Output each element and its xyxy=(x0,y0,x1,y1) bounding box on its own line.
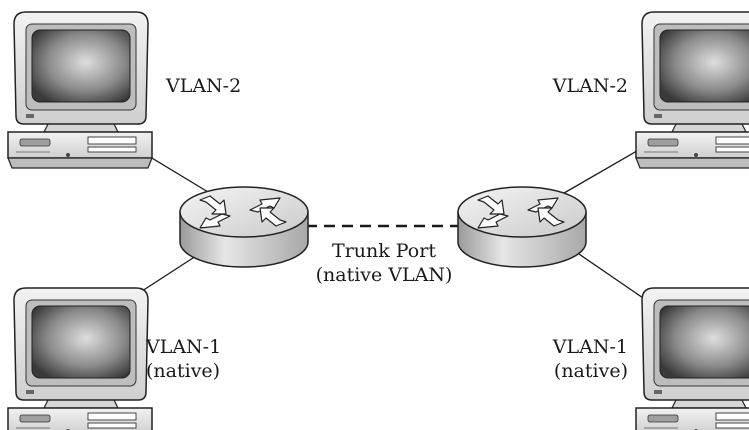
switch-left xyxy=(179,186,309,268)
computer-icon xyxy=(635,11,749,169)
computer-icon xyxy=(7,11,153,169)
computer-icon xyxy=(635,287,749,430)
vlan-label-bottom-left: VLAN-1 xyxy=(145,336,221,358)
vlan-label-top-left: VLAN-2 xyxy=(165,75,241,97)
computer-top-left xyxy=(7,11,153,169)
switch-icon xyxy=(457,186,587,268)
switch-icon xyxy=(179,186,309,268)
computer-icon xyxy=(7,287,153,430)
link-bottom-right xyxy=(575,251,647,301)
trunk-label: Trunk Port xyxy=(332,240,436,262)
switch-right xyxy=(457,186,587,268)
computer-bottom-right xyxy=(635,287,749,430)
connections xyxy=(121,139,647,305)
vlan-sublabel-bottom-left: (native) xyxy=(146,360,220,382)
computer-bottom-left xyxy=(7,287,153,430)
trunk-sublabel: (native VLAN) xyxy=(316,264,453,286)
link-top-right xyxy=(551,147,643,201)
vlan-label-top-right: VLAN-2 xyxy=(552,75,628,97)
vlan-sublabel-bottom-right: (native) xyxy=(554,360,628,382)
computer-top-right xyxy=(635,11,749,169)
vlan-label-bottom-right: VLAN-1 xyxy=(552,336,628,358)
